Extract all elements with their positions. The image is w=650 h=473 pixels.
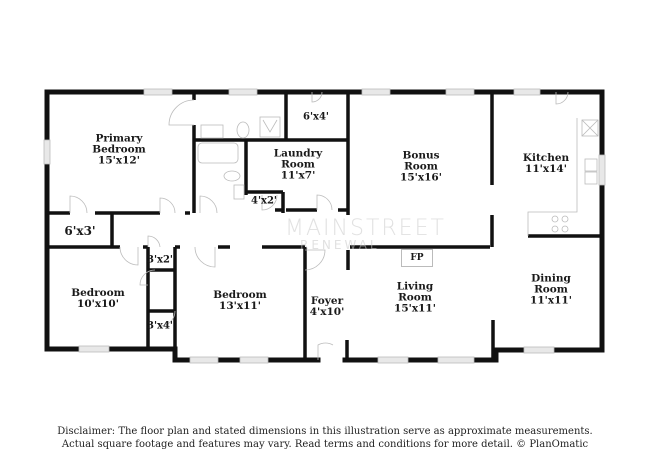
room-kitchen: Kitchen 11'x14' xyxy=(523,153,569,175)
disclaimer-line-2: Actual square footage and features may v… xyxy=(61,439,589,450)
interior-walls xyxy=(47,92,602,360)
room-foyer: Foyer 4'x10' xyxy=(310,296,345,318)
closet-3x2-dims: 3'x2' xyxy=(146,254,174,266)
watermark-subtitle: RENEWAL xyxy=(300,238,380,252)
room-name: Room xyxy=(398,291,432,304)
room-name: Dining xyxy=(531,272,571,285)
room-dimensions: 10'x10' xyxy=(77,298,119,310)
watermark-brand: MAINSTREET xyxy=(285,216,446,241)
room-name: Room xyxy=(281,158,315,171)
room-laundry: Laundry Room 11'x7' xyxy=(273,147,323,182)
room-name: Primary xyxy=(95,132,143,145)
room-bonus: Bonus Room 15'x16' xyxy=(400,149,442,184)
room-dimensions: 13'x11' xyxy=(219,300,261,312)
room-dimensions: 11'x11' xyxy=(530,294,572,307)
windows xyxy=(43,88,606,364)
room-bedroom-10x10: Bedroom 10'x10' xyxy=(71,288,125,310)
room-living: Living Room 15'x11' xyxy=(394,280,436,315)
room-dimensions: 15'x11' xyxy=(394,302,436,315)
room-dining: Dining Room 11'x11' xyxy=(530,272,572,307)
room-primary-bedroom: Primary Bedroom 15'x12' xyxy=(92,132,146,167)
room-name: Living xyxy=(396,280,434,293)
room-bedroom-13x11: Bedroom 13'x11' xyxy=(213,290,267,312)
closet-3x4-dims: 3'x4' xyxy=(146,320,174,332)
room-name: Laundry xyxy=(273,147,323,160)
room-name: Bonus xyxy=(402,149,440,162)
room-name: Kitchen xyxy=(522,152,570,164)
door-swings xyxy=(69,91,569,360)
room-name: Room xyxy=(404,160,438,173)
room-dimensions: 11'x14' xyxy=(525,163,567,175)
closet-6x4-dims: 6'x4' xyxy=(302,111,330,123)
closet-4x2-dims: 4'x2' xyxy=(250,195,278,207)
room-name: Room xyxy=(534,283,568,296)
room-name: Bedroom xyxy=(71,287,125,299)
closet-6x3-dims: 6'x3' xyxy=(64,224,96,238)
room-name: Bedroom xyxy=(92,143,146,156)
fixtures xyxy=(197,116,599,236)
room-dimensions: 11'x7' xyxy=(280,169,316,182)
room-dimensions: 15'x16' xyxy=(400,171,442,184)
disclaimer: Disclaimer: The floor plan and stated di… xyxy=(0,425,650,451)
room-name: Bedroom xyxy=(213,289,267,301)
disclaimer-line-1: Disclaimer: The floor plan and stated di… xyxy=(57,426,593,437)
fireplace-label: FP xyxy=(401,249,433,267)
room-dimensions: 15'x12' xyxy=(98,154,140,167)
room-name: Foyer xyxy=(310,295,344,307)
room-dimensions: 4'x10' xyxy=(309,306,345,318)
